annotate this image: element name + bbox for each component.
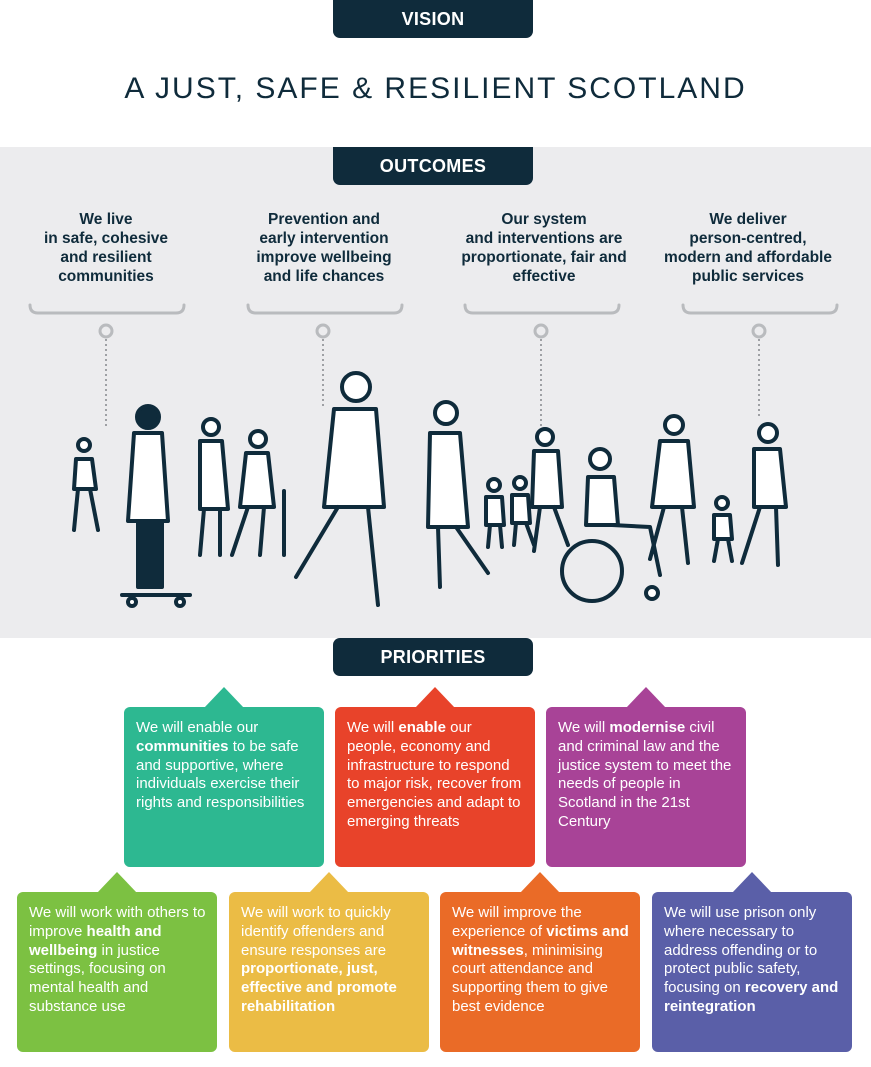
outcome-line: proportionate, fair and: [461, 249, 627, 266]
vision-title: A JUST, SAFE & RESILIENT SCOTLAND: [124, 72, 747, 105]
outcome-safe-communities: We live in safe, cohesive and resilient com…: [6, 210, 206, 286]
outcome-proportionate-system: Our system and interventions are proportio…: [444, 210, 644, 286]
priority-modernise-law: We will modernise civil and criminal law…: [546, 687, 746, 867]
priority-text: civil and criminal law and the justice s…: [558, 719, 732, 830]
outcome-line: communities: [58, 268, 154, 285]
priority-text: We will use prison only where necessary …: [664, 904, 818, 997]
priority-text: recovery and reintegration: [664, 979, 839, 1015]
priority-text: We will: [347, 719, 399, 736]
outcome-line: We live: [79, 211, 133, 228]
priority-text: We will work to quickly identify offende…: [241, 904, 391, 959]
vision-tab: VISION: [333, 0, 533, 38]
outcome-public-services: We deliver person-centred, modern and affo…: [648, 210, 848, 286]
outcome-line: and life chances: [263, 268, 385, 285]
outcome-line: We deliver: [709, 211, 787, 228]
priority-text: communities: [136, 737, 229, 755]
outcomes-tab: OUTCOMES: [333, 147, 533, 185]
priority-health-wellbeing: We will work with others to improve heal…: [17, 872, 217, 1052]
outcome-line: Our system: [501, 211, 587, 228]
outcome-line: effective: [512, 268, 576, 285]
priority-text: our people, economy and infrastructure t…: [347, 719, 522, 830]
priority-text: enable: [398, 719, 446, 736]
priority-text: proportionate, just, effective and promo…: [241, 960, 397, 1015]
priority-resilience: We will enable our people, economy and i…: [335, 687, 535, 867]
outcome-line: improve wellbeing: [256, 249, 392, 266]
priority-communities: We will enable our communities to be saf…: [124, 687, 324, 867]
outcome-line: and resilient: [60, 249, 152, 266]
priority-text: We will work with others to improve: [29, 904, 206, 940]
outcome-prevention: Prevention and early intervention improve …: [224, 210, 424, 286]
priority-text: , minimising court attendance and suppor…: [452, 941, 608, 1015]
priority-text: modernise: [609, 719, 686, 736]
priority-victims-witnesses: We will improve the experience of victim…: [440, 872, 640, 1052]
outcome-line: modern and affordable: [664, 249, 832, 266]
outcome-line: in safe, cohesive: [43, 230, 169, 247]
priority-text: in justice settings, focusing on mental …: [29, 941, 166, 1015]
outcome-line: early intervention: [259, 230, 389, 247]
priority-text: We will enable our: [136, 719, 259, 736]
outcome-line: Prevention and: [268, 211, 380, 228]
priority-prison-reintegration: We will use prison only where necessary …: [652, 872, 852, 1052]
priority-proportionate-responses: We will work to quickly identify offende…: [229, 872, 429, 1052]
outcome-line: public services: [691, 268, 804, 285]
priority-text: We will: [558, 719, 610, 736]
priorities-tab: PRIORITIES: [333, 638, 533, 676]
outcome-line: person-centred,: [689, 230, 807, 247]
people-illustration: [28, 303, 839, 608]
priority-text: health and wellbeing: [29, 922, 162, 959]
priority-text: to be safe and supportive, where individ…: [136, 737, 305, 812]
priority-text: victims and witnesses: [452, 922, 629, 959]
priority-text: We will improve the experience of: [452, 904, 582, 940]
outcome-line: and interventions are: [465, 230, 623, 247]
